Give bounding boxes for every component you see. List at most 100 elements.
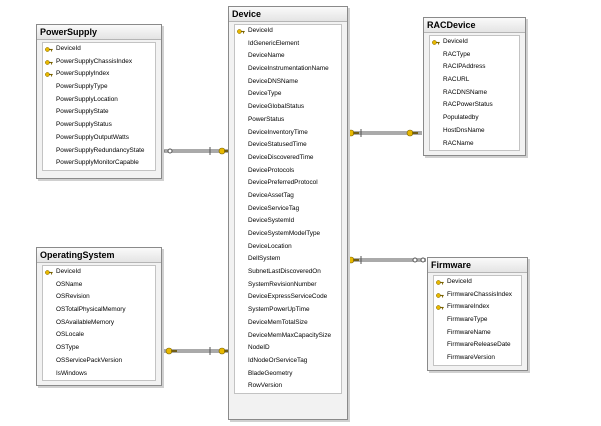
column-row[interactable]: FirmwareReleaseDate — [434, 339, 521, 352]
column-row[interactable]: OSTotalPhysicalMemory — [43, 304, 155, 317]
key-icon — [218, 147, 230, 155]
column-row[interactable]: RACDNSName — [430, 87, 519, 100]
column-row[interactable]: PowerSupplyIndex — [43, 68, 155, 81]
column-row[interactable]: FirmwareType — [434, 314, 521, 327]
key-icon — [432, 39, 440, 46]
column-row[interactable]: DeviceSystemModelType — [235, 228, 341, 241]
column-name: DeviceId — [56, 268, 81, 275]
column-name: DeviceMemTotalSize — [248, 318, 308, 326]
column-name: RACDNSName — [443, 88, 488, 96]
column-row[interactable]: DeviceDNSName — [235, 76, 341, 89]
column-row[interactable]: PowerSupplyChassisIndex — [43, 56, 155, 69]
column-row[interactable]: DeviceInventoryTime — [235, 127, 341, 140]
column-row[interactable]: PowerStatus — [235, 114, 341, 127]
column-name: DeviceDNSName — [248, 77, 299, 85]
key-icon — [45, 269, 53, 276]
column-row[interactable]: Populatedby — [430, 112, 519, 125]
column-name: DeviceStatusedTime — [248, 141, 307, 149]
column-row[interactable]: DeviceId — [43, 43, 155, 56]
column-name: RACPowerStatus — [443, 101, 493, 109]
column-row[interactable]: SystemPowerUpTime — [235, 304, 341, 317]
key-icon — [237, 28, 245, 35]
column-row[interactable]: FirmwareChassisIndex — [434, 289, 521, 302]
column-name: PowerSupplyRedundancyState — [56, 146, 145, 154]
column-row[interactable]: NodeID — [235, 342, 341, 355]
column-row[interactable]: HostDnsName — [430, 125, 519, 138]
key-icon — [45, 71, 53, 78]
column-row[interactable]: DeviceStatusedTime — [235, 139, 341, 152]
column-row[interactable]: DeviceServiceTag — [235, 203, 341, 216]
column-name: DeviceId — [56, 45, 81, 52]
column-row[interactable]: OSLocale — [43, 329, 155, 342]
column-row[interactable]: PowerSupplyState — [43, 106, 155, 119]
column-name: FirmwareIndex — [447, 303, 490, 311]
column-row[interactable]: PowerSupplyStatus — [43, 119, 155, 132]
column-name: OSLocale — [56, 331, 85, 339]
column-row[interactable]: OSServicePackVersion — [43, 355, 155, 368]
column-row[interactable]: DeviceDiscoveredTime — [235, 152, 341, 165]
column-row[interactable]: RowVersion — [235, 380, 341, 393]
column-row[interactable]: DellSystem — [235, 253, 341, 266]
column-row[interactable]: IsWindows — [43, 368, 155, 381]
column-name: RACURL — [443, 76, 470, 84]
column-name: DeviceSystemModelType — [248, 230, 321, 237]
column-name: OSName — [56, 280, 83, 288]
column-row[interactable]: DeviceInstrumentationName — [235, 63, 341, 76]
column-row[interactable]: DeviceLocation — [235, 241, 341, 254]
column-row[interactable]: BladeGeometry — [235, 368, 341, 381]
column-row[interactable]: DeviceType — [235, 88, 341, 101]
column-name: HostDnsName — [443, 126, 485, 134]
column-name: IsWindows — [56, 369, 87, 377]
column-row[interactable]: RACName — [430, 138, 519, 151]
column-row[interactable]: DeviceName — [235, 50, 341, 63]
column-row[interactable]: PowerSupplyType — [43, 81, 155, 94]
key-icon — [347, 256, 359, 264]
column-row[interactable]: DeviceProtocols — [235, 165, 341, 178]
relationship-device-firmware[interactable] — [347, 256, 426, 264]
column-row[interactable]: RACURL — [430, 74, 519, 87]
column-name: BladeGeometry — [248, 369, 293, 377]
column-name: DeviceType — [248, 90, 282, 98]
key-icon — [436, 304, 444, 311]
column-row[interactable]: PowerSupplyRedundancyState — [43, 145, 155, 158]
column-row[interactable]: DeviceMemTotalSize — [235, 317, 341, 330]
column-row[interactable]: PowerSupplyLocation — [43, 94, 155, 107]
column-row[interactable]: RACType — [430, 49, 519, 62]
column-row[interactable]: FirmwareName — [434, 327, 521, 340]
column-name: OSAvailableMemory — [56, 318, 115, 326]
column-row[interactable]: DeviceAssetTag — [235, 190, 341, 203]
column-row[interactable]: DeviceGlobalStatus — [235, 101, 341, 114]
column-name: FirmwareVersion — [447, 354, 495, 362]
key-icon — [165, 347, 177, 355]
column-row[interactable]: OSRevision — [43, 291, 155, 304]
column-row[interactable]: FirmwareVersion — [434, 352, 521, 365]
column-row[interactable]: RACIPAddress — [430, 61, 519, 74]
column-row[interactable]: DevicePreferredProtocol — [235, 177, 341, 190]
column-row[interactable]: DeviceId — [430, 36, 519, 49]
key-icon — [347, 129, 359, 137]
column-row[interactable]: DeviceId — [43, 266, 155, 279]
key-icon — [45, 46, 53, 53]
column-row[interactable]: DeviceSystemId — [235, 215, 341, 228]
column-row[interactable]: PowerSupplyOutputWatts — [43, 132, 155, 145]
column-row[interactable]: IdNodeOrServiceTag — [235, 355, 341, 368]
column-row[interactable]: OSName — [43, 279, 155, 292]
column-row[interactable]: OSType — [43, 342, 155, 355]
column-name: FirmwareReleaseDate — [447, 341, 511, 349]
column-row[interactable]: SystemRevisionNumber — [235, 279, 341, 292]
column-row[interactable]: FirmwareIndex — [434, 301, 521, 314]
column-row[interactable]: IdGenericElement — [235, 38, 341, 51]
column-row[interactable]: SubnetLastDiscoveredOn — [235, 266, 341, 279]
column-row[interactable]: DeviceExpressServiceCode — [235, 291, 341, 304]
column-row[interactable]: OSAvailableMemory — [43, 317, 155, 330]
column-row[interactable]: PowerSupplyMonitorCapable — [43, 157, 155, 170]
column-row[interactable]: DeviceMemMaxCapacitySize — [235, 330, 341, 343]
column-row[interactable]: RACPowerStatus — [430, 99, 519, 112]
column-row[interactable]: DeviceId — [235, 25, 341, 38]
column-row[interactable]: DeviceId — [434, 276, 521, 289]
